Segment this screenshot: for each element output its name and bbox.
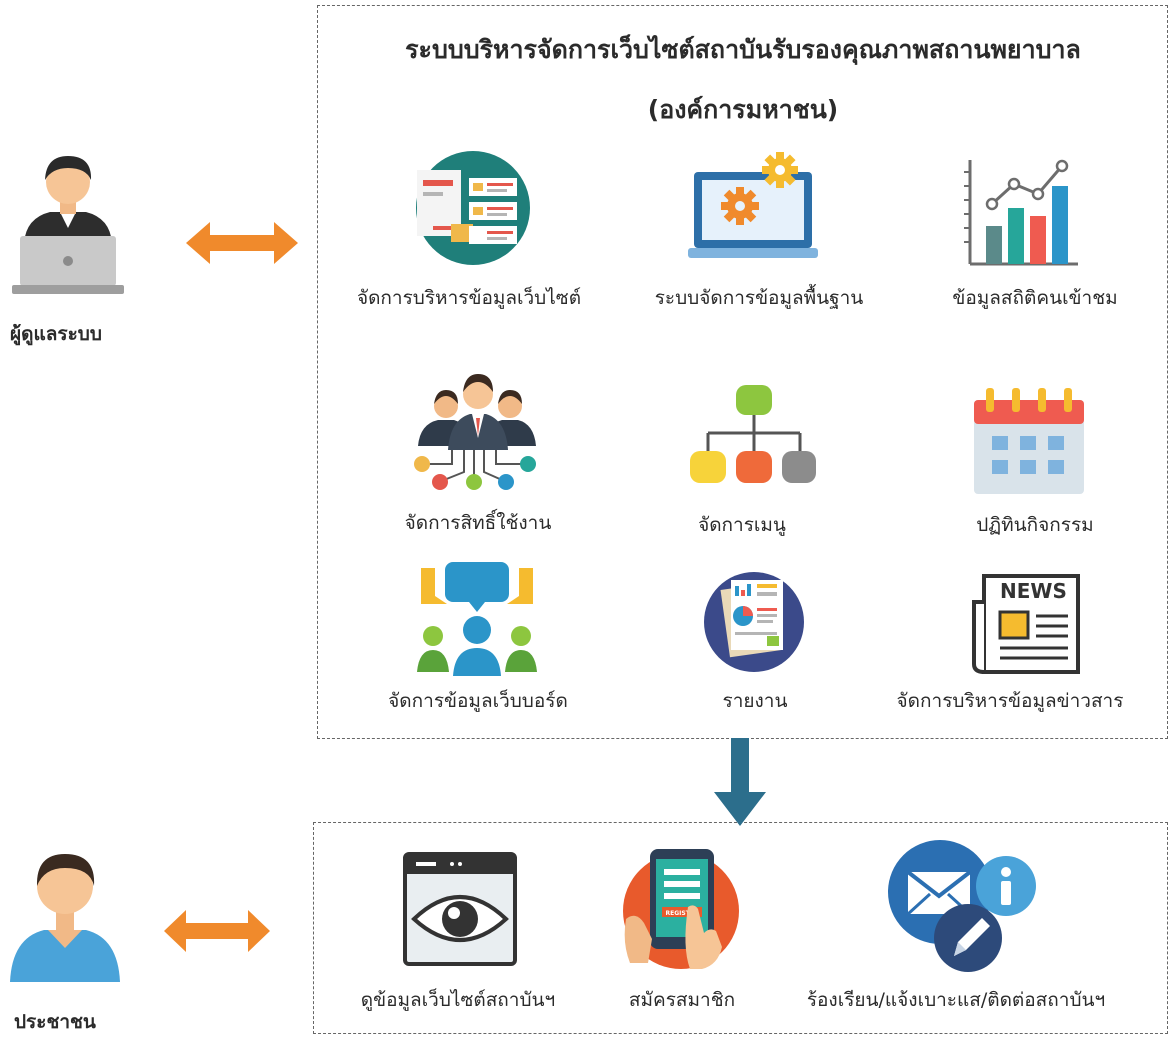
basic-data-settings-label: ระบบจัดการข้อมูลพื้นฐาน [654, 287, 864, 309]
system-title-line1: ระบบบริหารจัดการเว็บไซต์สถาบันรับรองคุณภ… [405, 35, 1081, 64]
activity-calendar-label: ปฏิทินกิจกรรม [976, 514, 1094, 536]
user-permissions-label: จัดการสิทธิ์ใช้งาน [404, 512, 552, 534]
public-user-icon [8, 846, 122, 986]
webboard-management-icon [417, 560, 537, 678]
admin-double-arrow [184, 220, 300, 266]
register-member-label: สมัครสมาชิก [628, 989, 736, 1011]
menu-management-icon [686, 383, 818, 487]
admin-user-icon [12, 148, 124, 298]
complaint-contact-label: ร้องเรียน/แจ้งเบาะแส/ติดต่อสถาบันฯ [806, 989, 1106, 1011]
public-user-label: ประชาชน [14, 1011, 96, 1033]
reports-icon [701, 570, 807, 674]
register-member-icon: REGISTER [618, 847, 744, 971]
menu-management-label: จัดการเมนู [698, 514, 786, 536]
view-website-label: ดูข้อมูลเว็บไซต์สถาบันฯ [360, 989, 556, 1011]
visitor-statistics-label: ข้อมูลสถิติคนเข้าชม [952, 287, 1118, 309]
public-double-arrow [162, 908, 272, 954]
basic-data-settings-icon [688, 146, 820, 266]
register-icon-text: REGISTER [665, 910, 698, 917]
admin-user-label: ผู้ดูแลระบบ [10, 323, 102, 345]
website-management-icon [411, 150, 531, 270]
webboard-management-label: จัดการข้อมูลเว็บบอร์ด [388, 690, 568, 712]
reports-label: รายงาน [722, 690, 788, 712]
system-title-line2: (องค์การมหาชน) [647, 95, 839, 124]
complaint-contact-icon [884, 838, 1038, 974]
flow-down-arrow [712, 738, 768, 828]
view-website-icon [402, 851, 518, 967]
user-permissions-icon [412, 368, 542, 492]
news-management-icon: NEWS [970, 572, 1082, 676]
news-icon-text: NEWS [1000, 579, 1067, 603]
website-management-label: จัดการบริหารข้อมูลเว็บไซต์ [356, 287, 582, 309]
visitor-statistics-icon [964, 152, 1082, 270]
news-management-label: จัดการบริหารข้อมูลข่าวสาร [896, 690, 1124, 712]
activity-calendar-icon [972, 384, 1086, 496]
